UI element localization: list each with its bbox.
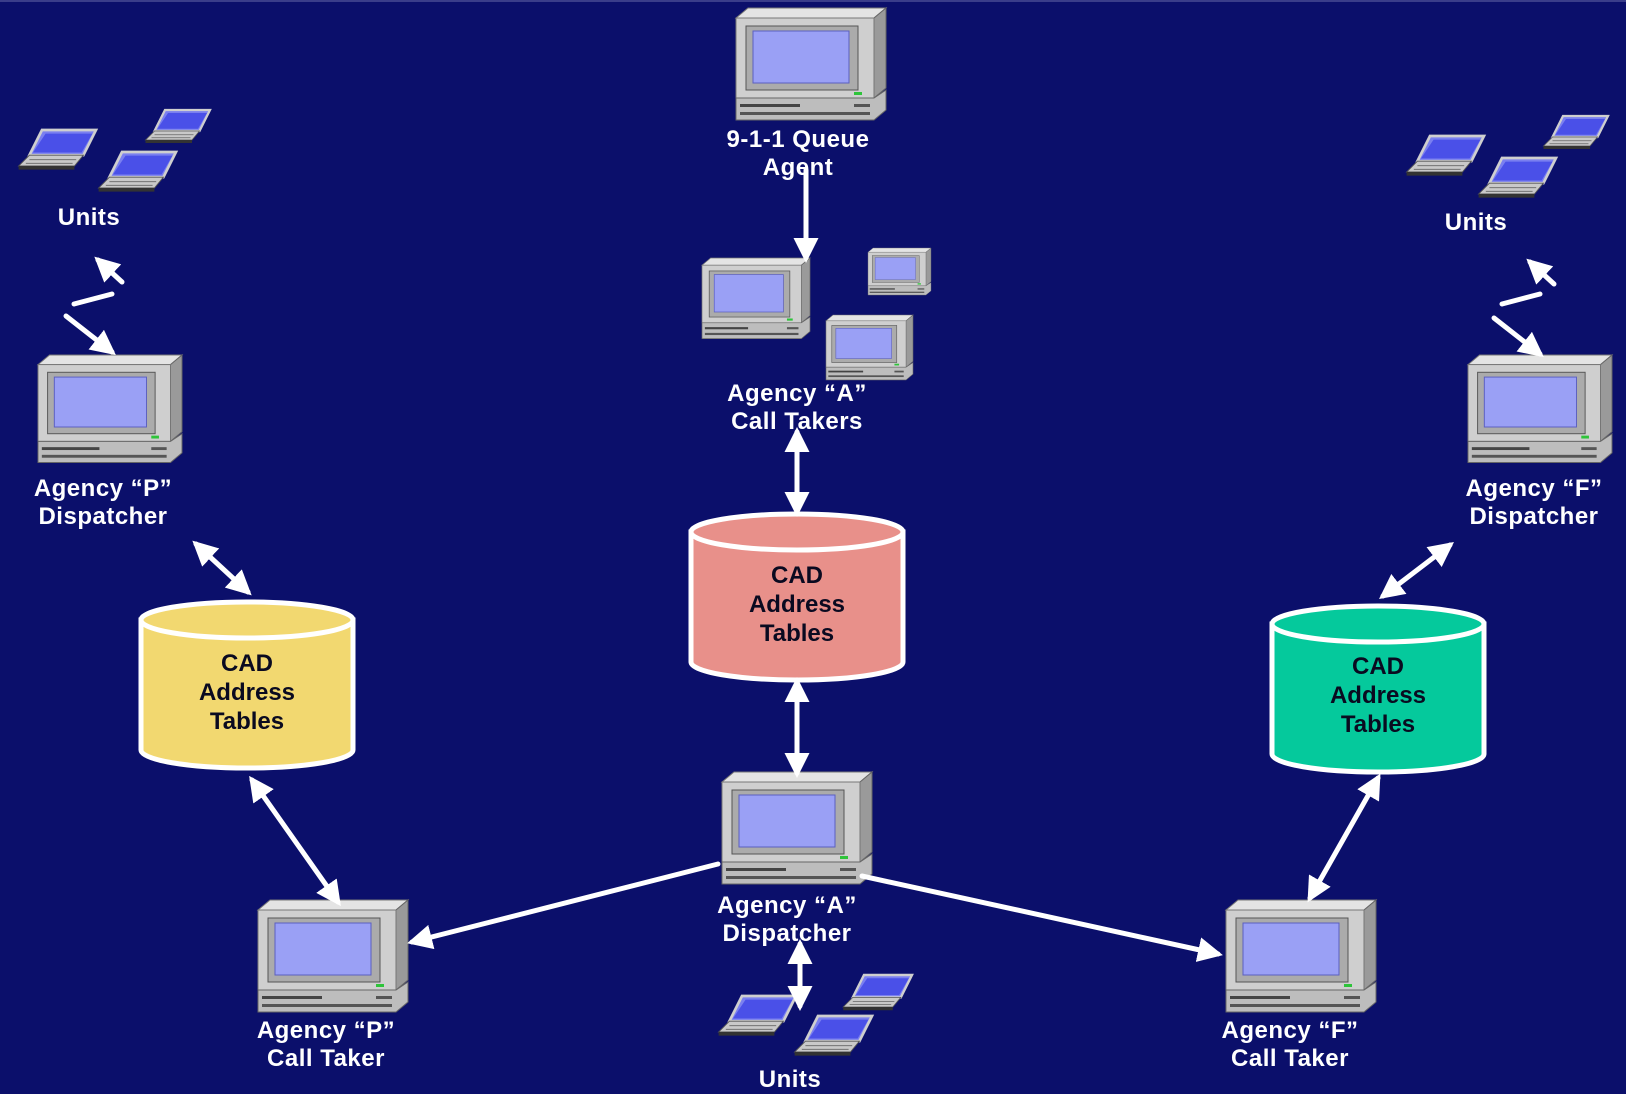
label-line: 9-1-1 Queue [726,126,870,153]
db-label-agency-a: CAD Address Tables [749,561,845,648]
agency-f-call-taker-computer-icon [1225,899,1377,1013]
label-line: Address [1329,682,1427,709]
label-agency-a-units: Units [759,1066,822,1094]
agency-p-dispatcher-computer-icon [37,354,183,464]
label-line: Agency “P” [256,1017,396,1044]
label-agency-p-call-taker: Agency “P” Call Taker [257,1017,395,1073]
label-line: Dispatcher [38,503,168,530]
connector-arrow [94,256,125,285]
label-line: Dispatcher [722,920,852,947]
connector-arrow [1307,773,1381,903]
cad-database-agency-f-icon-top [1269,603,1487,645]
agency-a-dispatcher-computer-icon [721,771,873,885]
unit-laptop-icon [144,108,212,145]
label-agency-f-dispatcher: Agency “F” Dispatcher [1465,475,1602,531]
top-border [0,0,1626,2]
label-line: Units [1444,209,1508,236]
label-line: Agency “P” [33,475,173,502]
agency-f-dispatcher-computer-icon [1467,354,1613,464]
connector-arrow [249,775,341,907]
label-line: Agency “A” [717,892,857,919]
db-label-agency-f: CAD Address Tables [1330,652,1426,739]
connector-arrow [1491,315,1544,358]
queue-agent-computer-icon [735,7,887,121]
unit-laptop-icon [17,128,98,171]
label-line: CAD [220,650,273,677]
cad-database-agency-a-icon-top [688,511,906,553]
label-line: Tables [1340,711,1416,738]
connector-arrow [1379,541,1454,600]
unit-laptop-icon [793,1014,874,1057]
unit-laptop-icon [842,973,914,1012]
label-agency-a-dispatcher: Agency “A” Dispatcher [717,892,857,948]
connector-arrow [1526,258,1557,287]
cad-database-agency-p-icon-top [138,599,356,641]
connector-arrow [859,873,1223,962]
connector-arrow [63,313,116,356]
label-line: Address [198,679,296,706]
label-line: Address [748,591,846,618]
radio-link-dash [1499,291,1543,307]
label-agency-f-call-taker: Agency “F” Call Taker [1221,1017,1358,1073]
unit-laptop-icon [97,150,178,193]
label-line: Units [57,204,121,231]
agency-p-call-taker-computer-icon [257,899,409,1013]
label-line: Agency “A” [727,380,867,407]
call-taker-computer-icon [701,257,811,339]
label-line: CAD [770,562,823,589]
label-agency-p-dispatcher: Agency “P” Dispatcher [34,475,172,531]
label-agency-f-units: Units [1445,209,1508,237]
label-line: CAD [1351,653,1404,680]
label-911-queue-agent: 9-1-1 Queue Agent [727,126,870,182]
label-line: Tables [209,708,285,735]
label-line: Agency “F” [1465,475,1603,502]
label-line: Call Taker [267,1045,385,1072]
connector-arrow [407,861,721,950]
label-line: Call Takers [731,408,863,435]
label-agency-a-call-takers: Agency “A” Call Takers [727,380,867,436]
unit-laptop-icon [717,994,798,1037]
label-line: Agent [762,154,834,181]
radio-link-dash [71,291,115,307]
label-agency-p-units: Units [58,204,121,232]
db-label-agency-p: CAD Address Tables [199,649,295,736]
call-taker-computer-icon [867,247,932,296]
label-line: Agency “F” [1221,1017,1359,1044]
cad-database-agency-p-icon [138,617,356,771]
call-taker-computer-icon [825,314,914,381]
label-line: Tables [759,620,835,647]
cad-database-agency-f-icon [1269,621,1487,775]
unit-laptop-icon [1542,114,1610,151]
label-line: Dispatcher [1469,503,1599,530]
connector-arrow [192,540,252,596]
label-line: Call Taker [1231,1045,1349,1072]
unit-laptop-icon [1405,134,1486,177]
label-line: Units [758,1066,822,1093]
unit-laptop-icon [1477,156,1558,199]
